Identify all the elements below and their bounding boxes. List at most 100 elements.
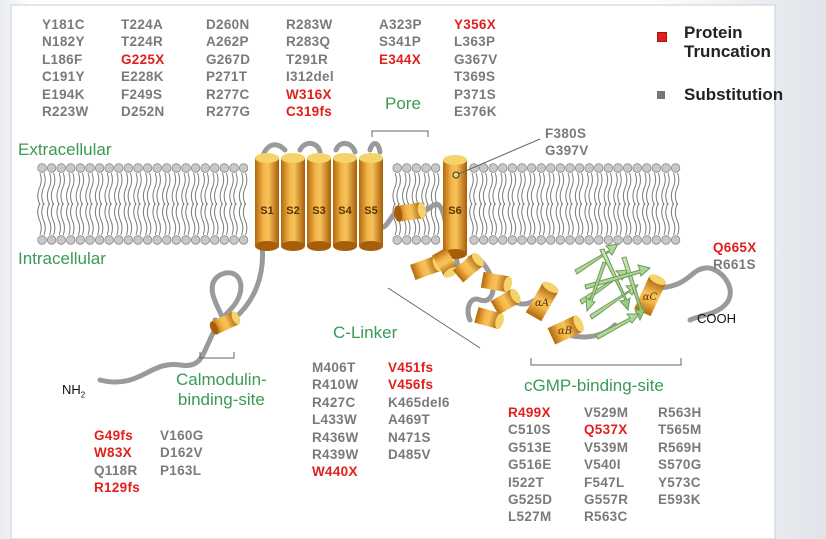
helix-label-alpha-c: αC [643, 292, 658, 303]
n-terminus-text: NH [62, 382, 81, 397]
mutation-substitution: R223W [42, 103, 89, 120]
mutation-substitution: A262P [206, 33, 250, 50]
mutation-substitution: R661S [713, 256, 757, 273]
mutation-substitution: Y573C [658, 474, 702, 491]
helix-s4 [333, 153, 357, 251]
mutation-substitution: E376K [454, 103, 498, 120]
mutation-truncation: W316X [286, 86, 334, 103]
helix-label-s2: S2 [286, 205, 299, 217]
legend-substitution-label: Substitution [684, 85, 783, 104]
helix-label-alpha-b: αB [558, 326, 572, 337]
legend-truncation-line2: Truncation [684, 42, 771, 61]
helix-s2 [281, 153, 305, 251]
mutation-substitution: G367V [454, 51, 498, 68]
mutation-substitution: F249S [121, 86, 165, 103]
mutation-substitution: P371S [454, 86, 498, 103]
mutation-substitution: I522T [508, 474, 552, 491]
mutation-substitution: C191Y [42, 68, 89, 85]
mutation-substitution: I312del [286, 68, 334, 85]
mutation-substitution: V539M [584, 439, 628, 456]
mutation-substitution: G557R [584, 491, 628, 508]
mutation-column: M406TR410WR427CL433WR436WR439WW440X [312, 359, 359, 481]
mutation-substitution: A323P [379, 16, 422, 33]
mutation-substitution: A469T [388, 411, 450, 428]
helix-s3 [307, 153, 331, 251]
mutation-substitution: T224A [121, 16, 165, 33]
mutation-substitution: L363P [454, 33, 498, 50]
legend-truncation-swatch [657, 32, 667, 42]
mutation-column: F380SG397V [545, 125, 589, 160]
s6-pointer-dot [453, 172, 459, 178]
mutation-substitution: E593K [658, 491, 702, 508]
mutation-substitution: V540I [584, 456, 628, 473]
mutation-substitution: R436W [312, 429, 359, 446]
helix-s1 [255, 153, 279, 251]
mutation-substitution: T291R [286, 51, 334, 68]
mutation-substitution: G397V [545, 142, 589, 159]
mutation-substitution: N182Y [42, 33, 89, 50]
calmodulin-label: Calmodulin- binding-site [176, 370, 267, 410]
mutation-substitution: R427C [312, 394, 359, 411]
mutation-substitution: D252N [121, 103, 165, 120]
legend-substitution-swatch [657, 91, 665, 99]
mutation-substitution: P163L [160, 462, 204, 479]
legend-truncation-line1: Protein [684, 23, 771, 42]
c-terminus-label: COOH [697, 311, 736, 326]
mutation-substitution: S570G [658, 456, 702, 473]
helix-label-s5: S5 [364, 205, 377, 217]
mutation-truncation: W440X [312, 463, 359, 480]
mutation-truncation: C319fs [286, 103, 334, 120]
mutation-truncation: R499X [508, 404, 552, 421]
legend-truncation-label: Protein Truncation [684, 23, 771, 61]
extracellular-label: Extracellular [18, 140, 112, 160]
mutation-substitution: R439W [312, 446, 359, 463]
mutation-substitution: Q118R [94, 462, 140, 479]
mutation-substitution: R283Q [286, 33, 334, 50]
mutation-substitution: M406T [312, 359, 359, 376]
mutation-substitution: N471S [388, 429, 450, 446]
mutation-substitution: R283W [286, 16, 334, 33]
calmodulin-label-line1: Calmodulin- [176, 370, 267, 390]
mutation-substitution: E194K [42, 86, 89, 103]
mutation-substitution: P271T [206, 68, 250, 85]
mutation-substitution: T565M [658, 421, 702, 438]
intracellular-label: Intracellular [18, 249, 106, 269]
mutation-truncation: Q665X [713, 239, 757, 256]
mutation-truncation: V456fs [388, 376, 450, 393]
mutation-substitution: L186F [42, 51, 89, 68]
mutation-substitution: G267D [206, 51, 250, 68]
mutation-substitution: E228K [121, 68, 165, 85]
mutation-substitution: Y181C [42, 16, 89, 33]
cgmp-label: cGMP-binding-site [524, 376, 664, 396]
calmodulin-label-line2: binding-site [176, 390, 267, 410]
helix-label-s4: S4 [338, 205, 352, 217]
mutation-substitution: S341P [379, 33, 422, 50]
mutation-truncation: E344X [379, 51, 422, 68]
mutation-truncation: V451fs [388, 359, 450, 376]
mutation-substitution: R563C [584, 508, 628, 525]
mutation-substitution: T369S [454, 68, 498, 85]
mutation-truncation: Q537X [584, 421, 628, 438]
mutation-truncation: W83X [94, 444, 140, 461]
mutation-substitution: V160G [160, 427, 204, 444]
mutation-substitution: G525D [508, 491, 552, 508]
mutation-truncation: Y356X [454, 16, 498, 33]
n-terminus-label: NH2 [62, 382, 85, 400]
mutation-substitution: L527M [508, 508, 552, 525]
helix-label-s6: S6 [448, 205, 461, 217]
mutation-substitution: G516E [508, 456, 552, 473]
mutation-substitution: D260N [206, 16, 250, 33]
n-terminus-subscript: 2 [81, 391, 85, 400]
mutation-substitution: F380S [545, 125, 589, 142]
